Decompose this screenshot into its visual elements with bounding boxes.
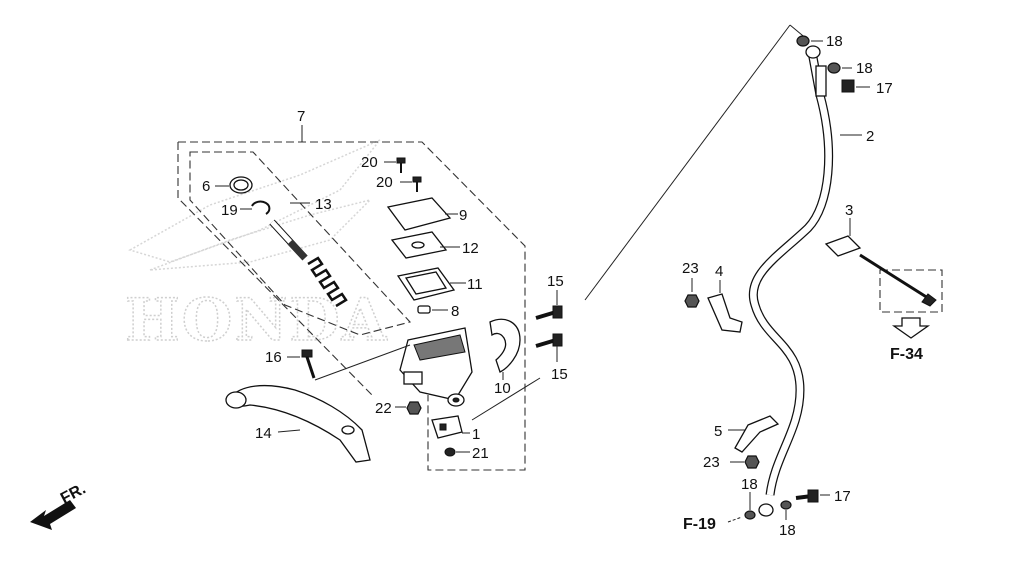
bolt-23-upper [684,278,700,308]
ref-f34: F-34 [890,346,923,363]
front-direction-arrow [30,500,76,530]
screw-20-bottom [412,176,422,192]
bolt-23-lower [730,455,760,469]
f34-arrow [891,317,931,339]
callout-15-top: 15 [547,273,564,290]
bolt-17-bottom [795,489,830,503]
callout-15-bottom: 15 [551,366,568,383]
bolt-17-top [841,79,870,93]
callout-8: 8 [451,303,459,320]
callout-22: 22 [375,400,392,417]
callout-20-bottom: 20 [376,174,393,191]
callout-3: 3 [845,202,853,219]
callout-18-bottom-b: 18 [779,522,796,539]
callout-18-top-b: 18 [856,60,873,77]
callout-10: 10 [494,380,511,397]
f34-boundary [859,253,943,313]
callout-12: 12 [462,240,479,257]
callout-20-top: 20 [361,154,378,171]
washer-18-top-a [796,35,823,47]
holder-10 [489,318,521,380]
nut-22 [395,401,422,415]
assembly-7-boundary [177,141,526,471]
callout-13: 13 [315,196,332,213]
callout-18-top-a: 18 [826,33,843,50]
callout-14: 14 [255,425,272,442]
boot-6 [215,176,253,194]
callout-19: 19 [221,202,238,219]
callout-1: 1 [472,426,480,443]
float-8 [417,305,448,314]
callout-17-top: 17 [876,80,893,97]
hose-clamp-4 [707,280,743,333]
callout-4: 4 [715,263,723,280]
pivot-bolt-16 [287,349,316,379]
brake-lever-14 [225,384,371,463]
callout-18-bottom-a: 18 [741,476,758,493]
callout-5: 5 [714,423,722,440]
subassembly-13-boundary [189,151,412,336]
reservoir-cap [386,197,452,231]
callout-6: 6 [202,178,210,195]
bolt-15-top [535,290,563,320]
washer-18-bottom-a [744,492,756,520]
watermark-text: HONDA [125,286,389,354]
hose-banjo-fitting [758,503,774,517]
honda-watermark: HONDA [124,139,389,355]
callout-23-lower: 23 [703,454,720,471]
piston-spring [307,256,348,308]
f19-leader [727,516,743,523]
washer-18-top-b [827,62,852,74]
master-cylinder-body [399,327,473,407]
callout-7: 7 [297,108,305,125]
hose-clamp-3 [824,218,862,257]
hose-clamp-5 [728,415,780,453]
callout-16: 16 [265,349,282,366]
callout-17-bottom: 17 [834,488,851,505]
brake-switch-1 [431,415,470,439]
callout-9: 9 [459,207,467,224]
callout-21: 21 [472,445,489,462]
front-label: FR. [58,480,89,507]
circlip-19 [240,200,271,215]
callout-11: 11 [467,276,483,293]
callout-2: 2 [866,128,874,145]
bolt-15-bottom [535,333,563,362]
screw-21 [444,447,470,457]
callout-23-upper: 23 [682,260,699,277]
washer-18-bottom-b [780,500,792,520]
brake-hose-2 [748,45,862,496]
ref-f19: F-19 [683,516,716,533]
piston-13 [269,202,310,261]
screw-20-top [396,157,406,173]
